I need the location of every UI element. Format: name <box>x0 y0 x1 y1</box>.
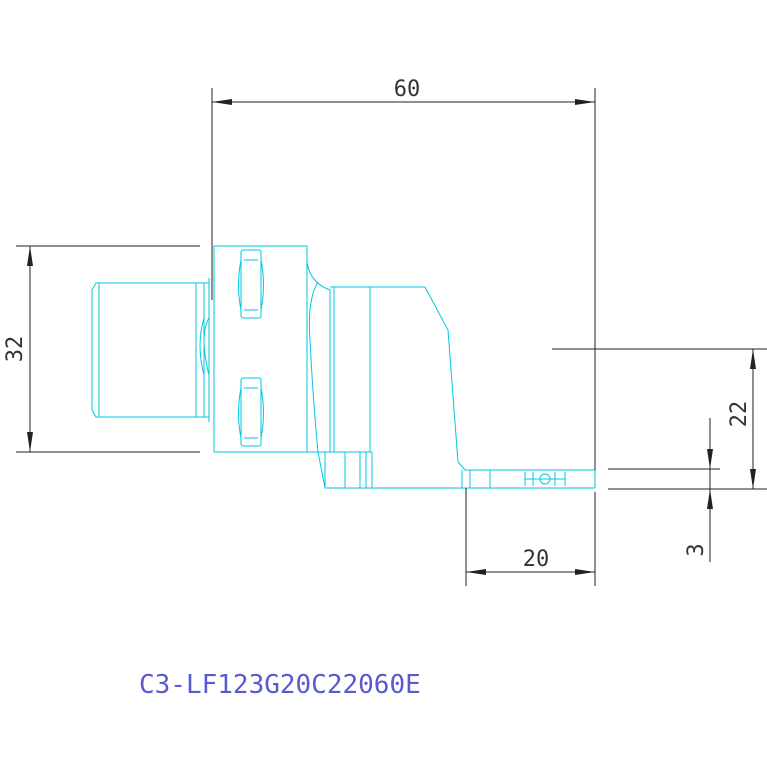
dimension-overall-length: 60 <box>211 77 596 470</box>
dimension-tip-thickness: 3 <box>608 418 720 562</box>
dimension-tip-length: 20 <box>465 488 596 586</box>
dimension-32-label: 32 <box>3 336 28 363</box>
lower-step <box>317 451 595 489</box>
tool-outline <box>91 245 596 489</box>
dimension-20-label: 20 <box>523 547 550 572</box>
shank <box>91 278 210 422</box>
main-body <box>307 286 466 471</box>
neck <box>306 261 331 453</box>
clamp-block <box>213 245 308 453</box>
lower-screw-icon <box>238 377 264 447</box>
cutting-insert <box>461 469 596 488</box>
dimension-3-label: 3 <box>684 543 709 556</box>
dimension-body-height: 32 <box>3 245 200 453</box>
part-code-label: C3-LF123G20C22060E <box>139 670 421 700</box>
dimension-22-label: 22 <box>727 401 752 428</box>
upper-screw-icon <box>238 249 264 319</box>
dimension-offset-height: 22 <box>552 348 767 490</box>
dimension-60-label: 60 <box>394 77 421 102</box>
